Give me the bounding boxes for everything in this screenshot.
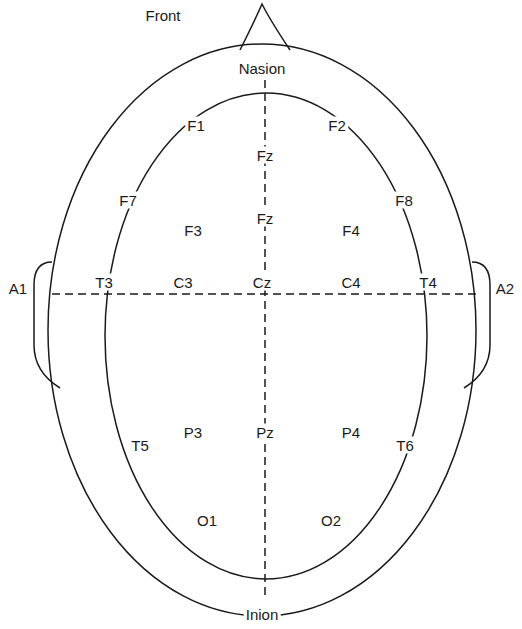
electrode-label: P4 [340,424,362,441]
electrode-label: O2 [319,512,343,529]
electrode-label: Fz [255,147,276,164]
landmark-label: Nasion [237,60,288,77]
electrode-label: F7 [117,192,139,209]
electrode-ring [105,93,427,579]
electrode-label: F4 [340,222,362,239]
right-ear [464,262,490,388]
electrode-label: A2 [494,280,516,297]
landmark-label: Inion [244,606,281,623]
electrode-label: Pz [254,424,276,441]
electrode-label: C4 [339,274,362,291]
electrode-label: P3 [182,424,204,441]
electrode-label: Cz [251,274,273,291]
electrode-label: O1 [195,512,219,529]
direction-label: Front [143,7,182,24]
electrode-label: T3 [93,274,115,291]
electrode-label: T4 [417,274,439,291]
electrode-label: A1 [7,280,29,297]
head-outer [48,44,476,616]
electrode-label: T6 [394,437,416,454]
electrode-label: Fz [255,210,276,227]
electrode-label: T5 [129,437,151,454]
electrode-label: F1 [185,117,207,134]
electrode-label: C3 [171,274,194,291]
electrode-label: F8 [393,192,415,209]
electrode-label: F3 [182,222,204,239]
nose [240,4,290,50]
electrode-label: F2 [326,117,348,134]
left-ear [34,262,60,388]
